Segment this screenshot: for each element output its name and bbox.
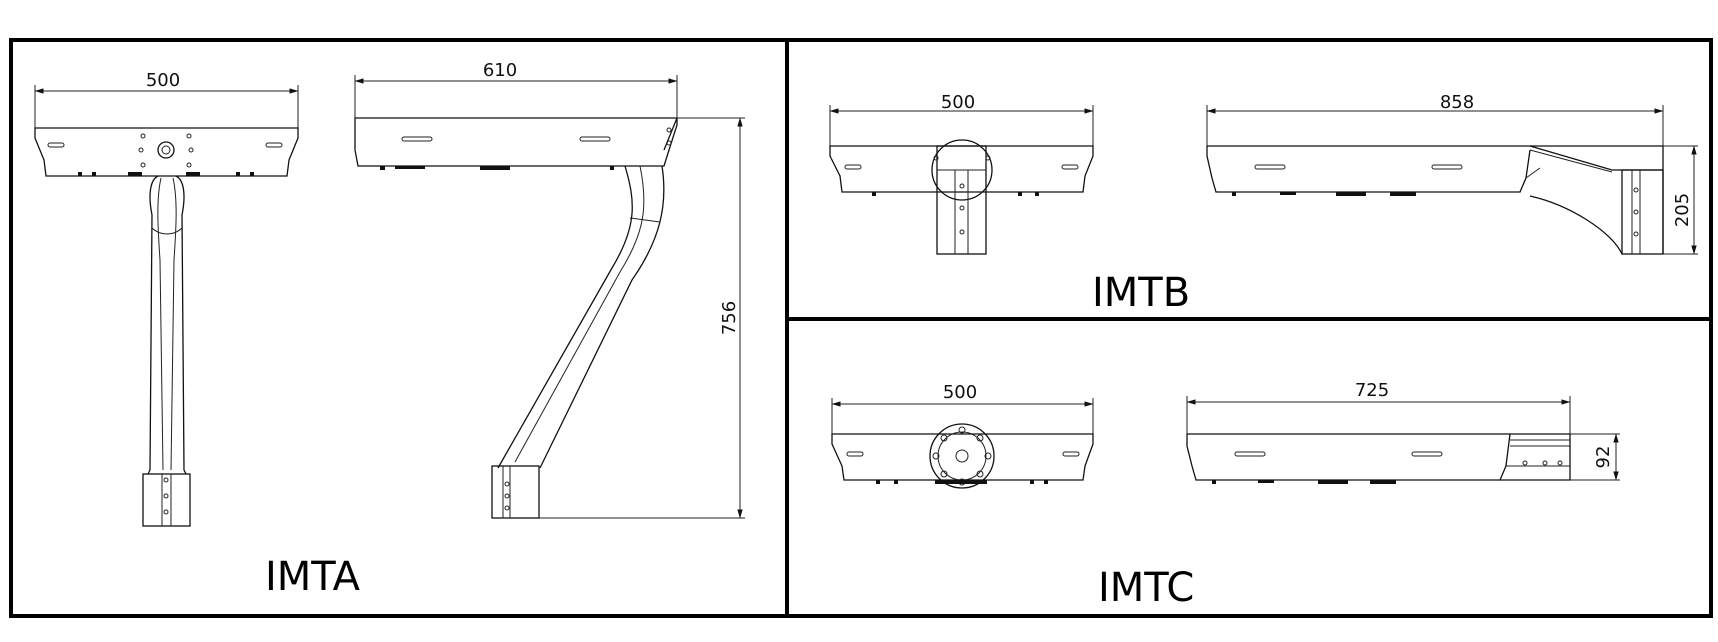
panel-imta-frame	[9, 38, 789, 618]
imta-height: 756	[719, 301, 740, 335]
imtc-front-view: 500	[831, 382, 1094, 489]
imtb-front-view: 500	[829, 92, 1094, 255]
panel-imtc-frame	[785, 317, 1713, 618]
imtc-side-width: 725	[1355, 380, 1389, 401]
imta-side-width: 610	[483, 60, 517, 81]
imtb-side-view: 858 205	[1206, 92, 1698, 255]
imtc-height: 92	[1593, 446, 1614, 469]
imta-side-view: 610 756	[354, 60, 745, 519]
imtb-front-width: 500	[941, 92, 975, 113]
imta-front-view: 500	[34, 70, 299, 527]
imtb-label: IMTB	[1092, 270, 1190, 316]
imtb-side-width: 858	[1440, 92, 1474, 113]
imtc-side-view: 725 92	[1186, 380, 1620, 484]
imta-label: IMTA	[265, 554, 361, 600]
imtc-label: IMTC	[1098, 565, 1194, 611]
imtc-front-width: 500	[943, 382, 977, 403]
imta-front-width: 500	[146, 70, 180, 91]
panel-imtb-frame	[785, 38, 1713, 321]
imtb-height: 205	[1672, 193, 1693, 227]
